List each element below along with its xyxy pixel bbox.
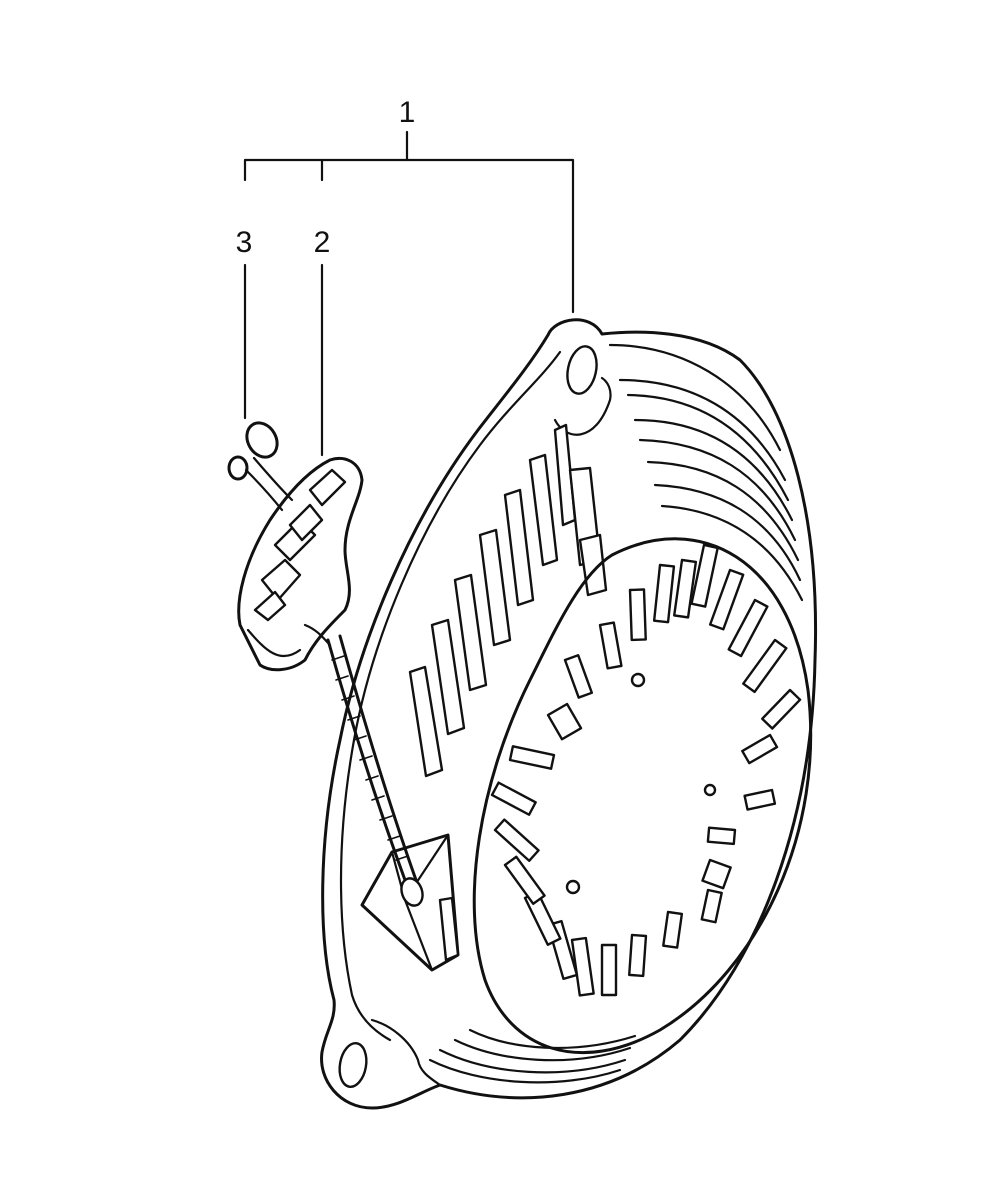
recoil-starter-housing <box>320 318 818 1110</box>
housing-outer-rim <box>320 318 818 1110</box>
housing-front-face <box>472 537 813 1054</box>
housing-side-fins <box>408 423 608 778</box>
rope-guide-boss <box>360 833 460 972</box>
face-hole-3 <box>565 879 581 895</box>
callout-group: 1 2 3 <box>236 96 575 457</box>
top-mounting-hole <box>566 345 598 395</box>
face-hole-1 <box>630 672 646 688</box>
housing-side-ribs-upper <box>608 343 804 602</box>
callout-label-2: 2 <box>314 226 331 259</box>
front-face-radial-slots <box>490 543 802 997</box>
face-hole-2 <box>703 783 717 797</box>
starter-grip-handle <box>237 456 364 672</box>
rope-end-knot <box>227 421 294 512</box>
leader-line-1 <box>243 130 575 314</box>
callout-label-1: 1 <box>399 96 416 129</box>
housing-side-ribs-lower <box>428 1028 637 1084</box>
bottom-ear-boss <box>370 1018 442 1087</box>
callout-label-3: 3 <box>236 226 253 259</box>
starter-rope <box>326 634 418 882</box>
bottom-mounting-hole <box>338 1042 368 1088</box>
